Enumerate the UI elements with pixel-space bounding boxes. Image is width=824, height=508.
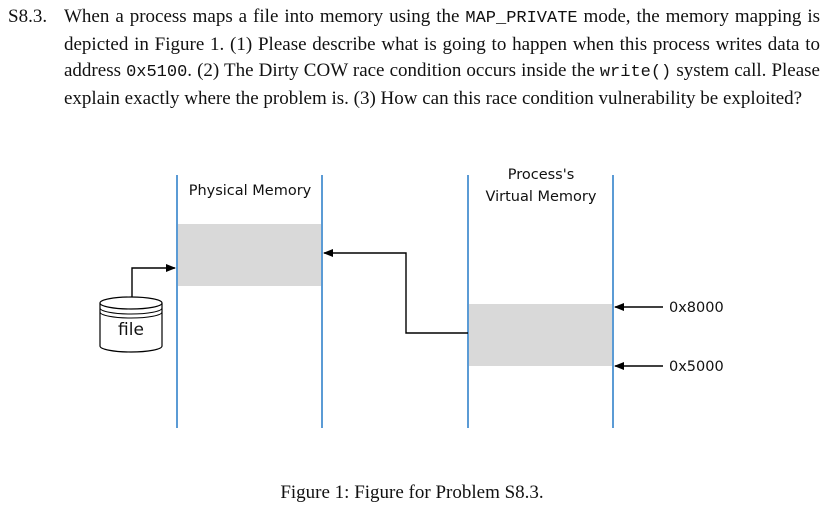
physical-memory-page (178, 224, 321, 286)
virtual-memory-label-line2: Virtual Memory (486, 189, 597, 205)
virtual-memory-region (469, 304, 612, 366)
physical-memory-label: Physical Memory (189, 183, 312, 199)
map-private-code: MAP_PRIVATE (465, 9, 578, 28)
file-icon (99, 296, 163, 353)
mapping-arrow (323, 249, 468, 334)
problem-statement: S8.3. When a process maps a file into me… (8, 4, 820, 112)
problem-text-part-3: . (2) The Dirty COW race condition occur… (187, 60, 600, 81)
figure-caption: Figure 1: Figure for Problem S8.3. (280, 482, 544, 503)
address-low-label: 0x5000 (669, 359, 724, 375)
problem-text-part-1: When a process maps a file into memory u… (64, 6, 466, 27)
problem-text: When a process maps a file into memory u… (64, 4, 820, 112)
problem-text-part-2: mode, the memory mapping is depicted in … (64, 6, 821, 81)
problem-text-part-4: system call. Please explain exactly wher… (64, 60, 820, 109)
problem-number: S8.3. (8, 6, 48, 27)
address-code: 0x5100 (126, 63, 188, 82)
file-label: file (118, 320, 144, 340)
write-syscall-code: write() (599, 63, 672, 82)
file-to-memory-arrow (131, 264, 176, 297)
address-high-label: 0x8000 (669, 300, 724, 316)
virtual-memory-label-line1: Process's (508, 167, 575, 183)
